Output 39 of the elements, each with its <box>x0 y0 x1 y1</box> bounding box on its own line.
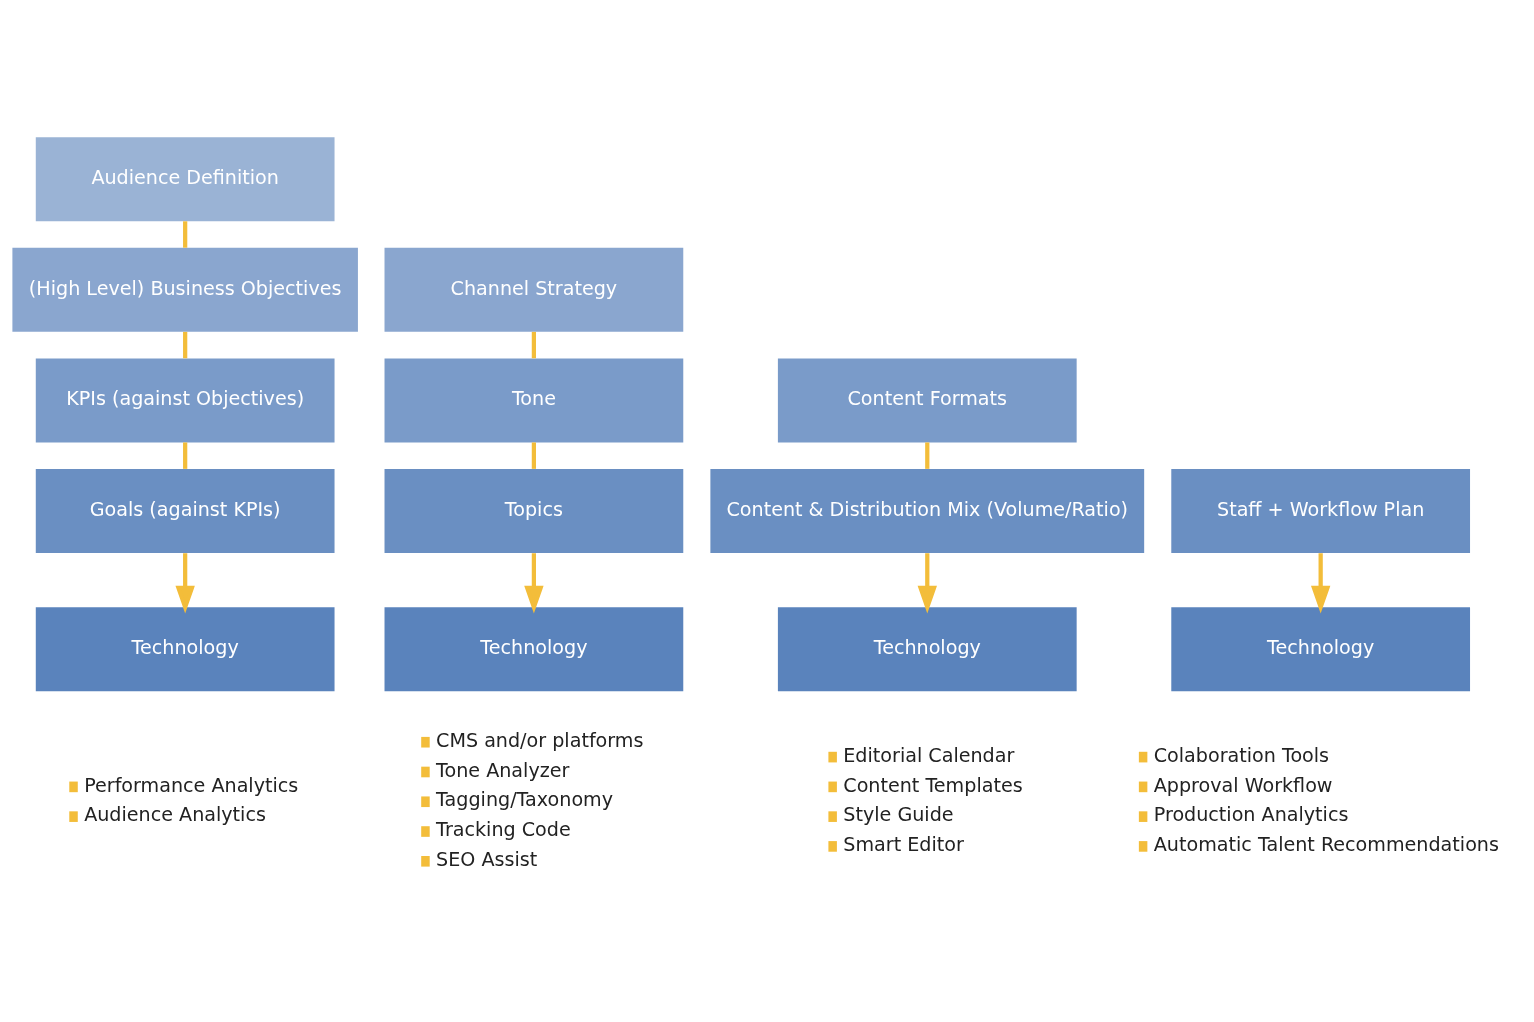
node-box: Audience Definition <box>35 136 335 221</box>
node-label: Performance Analytics <box>84 773 299 797</box>
node-box: Content Formats <box>777 357 1077 442</box>
connector <box>183 220 188 248</box>
node-box: Technology <box>384 606 684 691</box>
node-box: Tone <box>384 357 684 442</box>
arrow <box>175 552 195 613</box>
node-box: Topics <box>384 468 684 553</box>
node-label: Colaboration Tools <box>1153 743 1330 767</box>
connector <box>531 331 536 358</box>
node-label: Tone Analyzer <box>436 758 570 782</box>
connector <box>183 331 188 358</box>
node-label: Style Guide <box>843 802 954 826</box>
node-box: Staff + Workflow Plan <box>1171 468 1471 553</box>
node-box: Content & Distribution Mix (Volume/Ratio) <box>710 468 1145 553</box>
node-label: CMS and/or platforms <box>436 728 644 752</box>
node-box: Technology <box>1171 606 1471 691</box>
node-box: Technology <box>35 606 335 691</box>
node-box: Channel Strategy <box>384 247 684 332</box>
connector <box>183 441 188 469</box>
node-label: Production Analytics <box>1153 802 1349 826</box>
node-box: Technology <box>777 606 1077 691</box>
node-label: Audience Analytics <box>84 802 266 826</box>
arrow <box>917 552 937 613</box>
connector <box>531 441 536 469</box>
node-label: Tracking Code <box>436 817 571 841</box>
node-label: SEO Assist <box>436 847 538 871</box>
node-label: Tagging/Taxonomy <box>436 787 614 811</box>
node-label: Automatic Talent Recommendations <box>1153 832 1499 856</box>
arrow <box>524 552 544 613</box>
node-label: Editorial Calendar <box>843 743 1015 767</box>
node-box: Goals (against KPIs) <box>35 468 335 553</box>
node-label: Approval Workflow <box>1153 773 1333 797</box>
connector <box>925 441 930 469</box>
arrow <box>1310 552 1331 613</box>
node-label: Smart Editor <box>843 832 964 856</box>
node-box: (High Level) Business Objectives <box>12 247 358 332</box>
node-box: KPIs (against Objectives) <box>35 357 335 442</box>
node-label: Content Templates <box>843 773 1023 797</box>
